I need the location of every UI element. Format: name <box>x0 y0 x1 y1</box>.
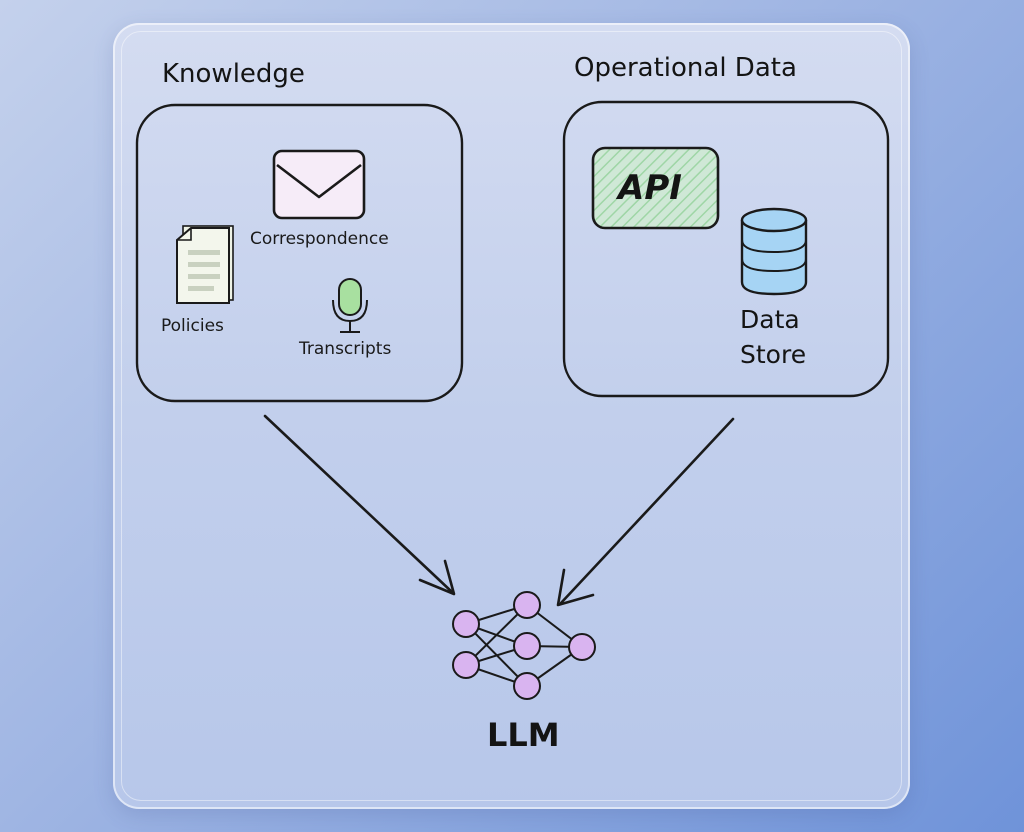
transcripts-label: Transcripts <box>298 339 391 359</box>
knowledge-title: Knowledge <box>162 59 305 89</box>
data-store-label-line2: Store <box>740 340 806 369</box>
knowledge-box <box>135 103 464 403</box>
policies-label: Policies <box>161 316 224 336</box>
api-icon: API <box>591 146 720 230</box>
data-store-label-line1: Data <box>740 305 800 334</box>
llm-label: LLM <box>487 716 560 754</box>
database-icon <box>740 207 808 296</box>
correspondence-label: Correspondence <box>250 229 389 249</box>
operational-data-title: Operational Data <box>574 53 797 83</box>
diagram-card <box>113 23 910 809</box>
arrow-operational-to-llm <box>556 417 735 607</box>
api-label: API <box>615 168 682 208</box>
neural-network-icon <box>452 591 596 700</box>
envelope-icon <box>272 149 366 220</box>
microphone-icon <box>332 278 368 333</box>
operational-data-box <box>562 100 890 398</box>
card-inner-border <box>121 31 902 801</box>
document-icon <box>176 225 234 304</box>
arrow-knowledge-to-llm <box>263 414 456 596</box>
